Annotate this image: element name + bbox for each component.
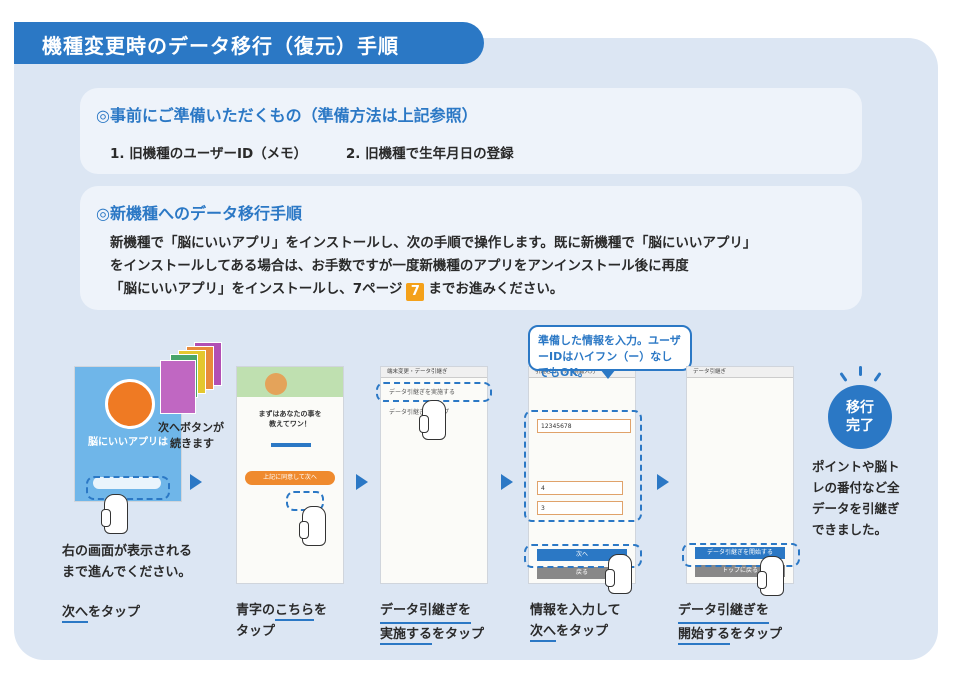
step5-desc: データ引継ぎを 開始するをタップ bbox=[678, 600, 782, 645]
step2-desc-suffix: を bbox=[314, 603, 328, 618]
step1-highlight bbox=[86, 476, 170, 500]
step4-fields-highlight bbox=[524, 410, 642, 522]
step2-desc-prefix: 青字の bbox=[236, 603, 276, 618]
step1-desc-underlined: 次へ bbox=[62, 605, 89, 623]
user-id-field[interactable]: 12345678 bbox=[537, 419, 631, 433]
birth-month-field[interactable]: 4 bbox=[537, 481, 623, 495]
side-note-line-2: 続きます bbox=[170, 437, 214, 450]
transfer-top-menu[interactable]: データ引継ぎのトップ bbox=[389, 409, 450, 416]
step4-phone-screen: 引継ぎユーザー情報入力 12345678 4 3 次へ 戻る bbox=[528, 366, 636, 584]
step5-desc-rest: をタップ bbox=[730, 627, 783, 642]
tap-hand-icon bbox=[299, 506, 326, 546]
privacy-link[interactable] bbox=[271, 443, 311, 447]
completion-line-1: ポイントや脳ト bbox=[812, 459, 900, 474]
step4-header: 引継ぎユーザー情報入力 bbox=[529, 367, 635, 378]
prep-item-user-id: 1. 旧機種のユーザーID（メモ） bbox=[110, 146, 308, 162]
agree-next-button[interactable]: 上記に同意して次へ bbox=[245, 471, 335, 485]
step5-desc-underlined: 開始する bbox=[678, 627, 731, 645]
tap-hand-icon bbox=[419, 400, 446, 440]
preparation-box: ◎事前にご準備いただくもの（準備方法は上記参照） 1. 旧機種のユーザーID（メ… bbox=[80, 88, 862, 174]
migration-heading: ◎新機種へのデータ移行手順 bbox=[96, 204, 302, 223]
step3-header: 端末変更・データ引継ぎ bbox=[381, 367, 487, 378]
migration-line-1: 新機種で「脳にいいアプリ」をインストールし、次の手順で操作します。既に新機種で「… bbox=[110, 235, 757, 251]
step5-header: データ引継ぎ bbox=[687, 367, 793, 378]
tap-hand-icon bbox=[101, 494, 128, 534]
step2-screen-line-1: まずはあなたの事を bbox=[258, 410, 322, 418]
completion-line-4: できました。 bbox=[812, 522, 888, 537]
next-arrow-icon bbox=[190, 474, 202, 490]
dog-mascot-icon bbox=[265, 373, 287, 395]
migration-complete-badge: 移行 完了 bbox=[828, 385, 892, 449]
step4-next-button[interactable]: 次へ bbox=[537, 549, 627, 561]
step2-screen-line-2: 教えてワン！ bbox=[269, 420, 311, 428]
step3-desc: データ引継ぎを 実施するをタップ bbox=[380, 600, 484, 645]
complete-badge-line-1: 移行 bbox=[846, 400, 874, 416]
step1-caption-line-2: まで進んでください。 bbox=[62, 565, 192, 580]
step2-phone-screen: まずはあなたの事を 教えてワン！ 上記に同意して次へ bbox=[236, 366, 344, 584]
step5-phone-screen: データ引継ぎ データ引継ぎを開始する トップに戻る bbox=[686, 366, 794, 584]
step1-side-note: 次へボタンが 続きます bbox=[158, 420, 224, 452]
step3-desc-rest: をタップ bbox=[432, 627, 485, 642]
migration-box: ◎新機種へのデータ移行手順 新機種で「脳にいいアプリ」をインストールし、次の手順… bbox=[80, 186, 862, 310]
birth-day-field[interactable]: 3 bbox=[537, 501, 623, 515]
step4-desc-rest: をタップ bbox=[556, 624, 609, 639]
step4-button-highlight bbox=[524, 544, 642, 568]
step2-desc: 青字のこちらを タップ bbox=[236, 600, 327, 642]
migration-instructions: 新機種で「脳にいいアプリ」をインストールし、次の手順で操作します。既に新機種で「… bbox=[110, 232, 850, 301]
prep-item-birthdate: 2. 旧機種で生年月日の登録 bbox=[345, 146, 514, 162]
step2-desc-underlined: こちら bbox=[275, 603, 315, 621]
step5-desc-line-1: データ引継ぎを bbox=[678, 600, 770, 624]
card-icon bbox=[160, 360, 196, 414]
step4-desc: 情報を入力して 次へをタップ bbox=[530, 600, 621, 642]
next-arrow-icon bbox=[501, 474, 513, 490]
completion-text: ポイントや脳ト レの番付など全 データを引継ぎ できました。 bbox=[812, 456, 930, 540]
next-arrow-icon bbox=[657, 474, 669, 490]
page-number-badge: 7 bbox=[406, 283, 425, 301]
step1-caption-line-1: 右の画面が表示される bbox=[62, 544, 193, 559]
complete-badge-line-2: 完了 bbox=[846, 418, 874, 434]
transfer-execute-menu[interactable]: データ引継ぎを実施する bbox=[389, 389, 456, 396]
step1-desc: 次へをタップ bbox=[62, 602, 140, 623]
side-note-line-1: 次へボタンが bbox=[158, 421, 224, 434]
input-callout: 準備した情報を入力。ユーザーIDはハイフン（ー）なしでもOK。 bbox=[528, 325, 692, 379]
step2-desc-line-1: 青字のこちらを bbox=[236, 600, 327, 621]
completion-line-3: データを引継ぎ bbox=[812, 501, 900, 516]
tap-hand-icon bbox=[757, 556, 784, 596]
completion-line-2: レの番付など全 bbox=[812, 480, 900, 495]
app-logo-icon bbox=[105, 379, 155, 429]
step4-desc-line-1: 情報を入力して bbox=[530, 603, 621, 618]
migration-line-2: をインストールしてある場合は、お手数ですが一度新機種のアプリをアンインストール後… bbox=[110, 258, 689, 274]
preparation-items: 1. 旧機種のユーザーID（メモ） 2. 旧機種で生年月日の登録 bbox=[110, 142, 548, 162]
step1-app-name: 脳にいいアプリは bbox=[88, 437, 168, 448]
step1-desc-rest: をタップ bbox=[88, 605, 141, 620]
step3-desc-underlined: 実施する bbox=[380, 627, 433, 645]
step4-back-button[interactable]: 戻る bbox=[537, 567, 627, 579]
step1-caption: 右の画面が表示される まで進んでください。 bbox=[62, 541, 192, 583]
step2-header bbox=[237, 367, 343, 397]
preparation-heading: ◎事前にご準備いただくもの（準備方法は上記参照） bbox=[96, 106, 478, 125]
step2-screen-text: まずはあなたの事を 教えてワン！ bbox=[237, 409, 343, 429]
spark-icon bbox=[859, 366, 862, 376]
step2-desc-line-2: タップ bbox=[236, 624, 276, 639]
step3-desc-line-1: データ引継ぎを bbox=[380, 600, 472, 624]
tap-hand-icon bbox=[605, 554, 632, 594]
start-transfer-button[interactable]: データ引継ぎを開始する bbox=[695, 547, 785, 559]
step5-highlight bbox=[682, 543, 800, 567]
title-banner: 機種変更時のデータ移行（復元）手順 bbox=[14, 22, 484, 64]
step3-highlight bbox=[376, 382, 492, 402]
next-arrow-icon bbox=[356, 474, 368, 490]
migration-line-3-b: までお進みください。 bbox=[428, 281, 564, 297]
step1-next-button[interactable] bbox=[93, 477, 161, 489]
page-title: 機種変更時のデータ移行（復元）手順 bbox=[42, 34, 399, 58]
migration-line-3-a: 「脳にいいアプリ」をインストールし、7ページ bbox=[110, 281, 403, 297]
step4-desc-underlined: 次へ bbox=[530, 624, 557, 642]
